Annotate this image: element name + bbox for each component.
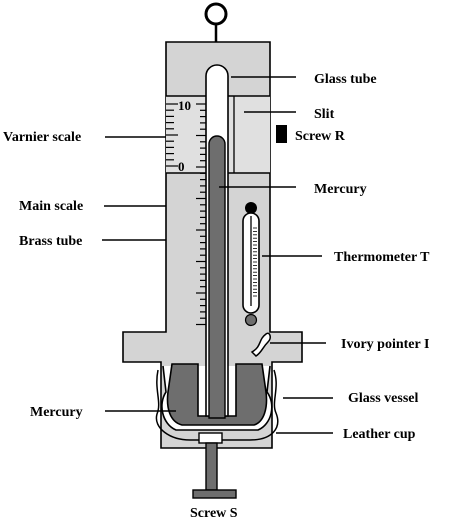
ivory-pointer: [250, 332, 271, 357]
label-glass-vessel: Glass vessel: [348, 391, 419, 406]
mercury-column: [208, 135, 226, 419]
leader-lines: [102, 76, 333, 434]
thermometer: [242, 202, 260, 327]
main-scale-ticks: [196, 103, 206, 326]
label-mercury-top: Mercury: [314, 182, 367, 197]
label-ivory-pointer: Ivory pointer I: [341, 337, 429, 352]
label-thermometer: Thermometer T: [334, 250, 430, 265]
screw-s[interactable]: [192, 432, 237, 499]
label-slit: Slit: [314, 107, 335, 122]
label-mercury-bottom: Mercury: [30, 405, 83, 420]
label-varnier-scale: Varnier scale: [3, 130, 81, 145]
label-screw-r: Screw R: [295, 129, 346, 144]
label-main-scale: Main scale: [19, 199, 83, 214]
suspension-ring: [204, 2, 228, 42]
label-glass-tube: Glass tube: [314, 72, 377, 87]
label-brass-tube: Brass tube: [19, 234, 82, 249]
mercury-cistern: [166, 363, 268, 426]
varnier-number-0: 0: [178, 159, 185, 174]
label-leather-cup: Leather cup: [343, 427, 416, 442]
label-screw-s: Screw S: [190, 506, 238, 521]
screw-r[interactable]: [276, 125, 287, 143]
varnier-number-10: 10: [178, 98, 191, 113]
varnier-scale-ticks: [166, 103, 178, 167]
